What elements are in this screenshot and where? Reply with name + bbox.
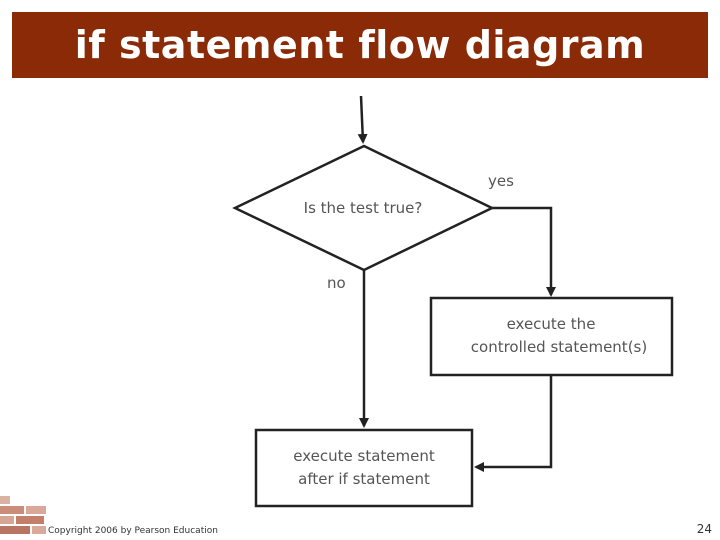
yes-path-arrow [492, 206, 556, 297]
after-box-line1: execute statement [293, 447, 435, 465]
controlled-box-line2: controlled statement(s) [471, 338, 647, 356]
no-label: no [327, 274, 346, 292]
copyright-text: Copyright 2006 by Pearson Education [48, 526, 218, 536]
after-if-box [254, 428, 474, 508]
after-box-line2: after if statement [298, 470, 430, 488]
merge-path-arrow [474, 375, 553, 472]
decision-text: Is the test true? [304, 199, 423, 217]
brick-decoration [0, 496, 46, 534]
controlled-box-line1: execute the [507, 315, 596, 333]
controlled-statement-box [429, 296, 674, 377]
yes-label: yes [488, 172, 514, 190]
title-bar: if statement flow diagram [12, 12, 708, 78]
slide-title: if statement flow diagram [74, 23, 646, 67]
page-number: 24 [696, 522, 712, 536]
entry-arrow [357, 95, 368, 144]
